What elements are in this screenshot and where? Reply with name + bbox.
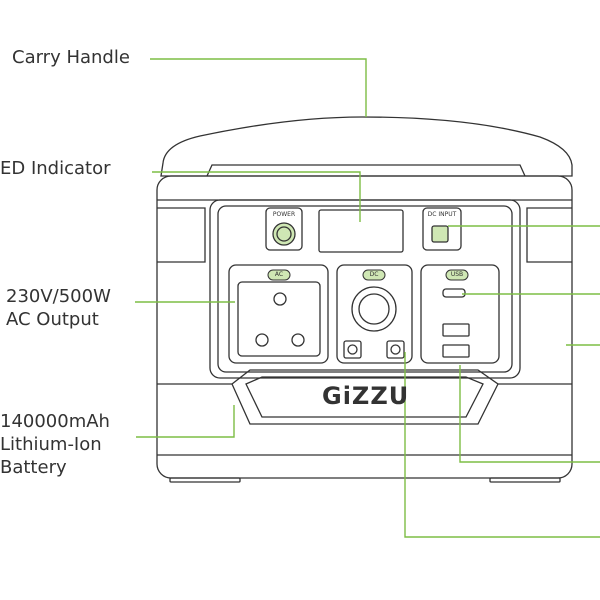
dc-module <box>336 264 413 364</box>
lcd-screen <box>318 209 404 253</box>
callout-carry-handle <box>150 58 367 117</box>
ac-tag-capsule <box>267 269 291 281</box>
usb-a-port-1 <box>442 323 470 337</box>
ac-tag: AC <box>274 271 284 278</box>
dc-input-port <box>431 225 449 243</box>
label-text-line1: 140000mAh <box>0 411 110 432</box>
dc-tag-capsule <box>362 269 386 281</box>
label-text: ED Indicator <box>0 158 111 179</box>
callout-dc <box>404 352 600 538</box>
label-text-line2: AC Output <box>6 309 99 330</box>
carry-handle-shape <box>160 116 573 177</box>
dc-port-right <box>386 340 405 359</box>
brand-logo: GiZZU <box>322 382 410 410</box>
dc-input-frame <box>422 207 462 251</box>
callout-usb-a <box>459 365 600 463</box>
usb-tag: USB <box>450 271 464 278</box>
label-carry-handle: Carry Handle <box>12 46 130 69</box>
label-text-line3: Battery <box>0 457 67 478</box>
label-ac-output: 230V/500W AC Output <box>6 285 111 331</box>
label-led-indicator: ED Indicator <box>0 157 111 180</box>
left-grip <box>157 207 206 263</box>
usb-tag-capsule <box>445 269 469 281</box>
dc-port-left <box>343 340 362 359</box>
car-socket <box>351 286 397 332</box>
right-foot <box>489 477 561 483</box>
label-battery: 140000mAh Lithium-Ion Battery <box>0 410 110 479</box>
right-grip <box>526 207 572 263</box>
dc-tag: DC <box>369 271 379 278</box>
usb-module <box>420 264 500 364</box>
usb-a-port-2 <box>442 344 470 358</box>
carry-handle-inner <box>206 164 526 177</box>
front-panel <box>209 199 521 379</box>
usb-c-port <box>442 288 466 298</box>
power-button-frame <box>265 207 303 251</box>
callout-battery <box>136 405 235 438</box>
dc-input-tag: DC INPUT <box>427 211 457 218</box>
label-text-line1: 230V/500W <box>6 286 111 307</box>
ac-socket <box>237 281 321 357</box>
power-button <box>272 222 296 246</box>
label-text: Carry Handle <box>12 47 130 68</box>
power-tag: POWER <box>272 211 296 218</box>
label-text-line2: Lithium-Ion <box>0 434 102 455</box>
device-body <box>156 175 573 479</box>
ac-module <box>228 264 329 364</box>
callout-led <box>152 171 361 222</box>
left-foot <box>169 477 241 483</box>
